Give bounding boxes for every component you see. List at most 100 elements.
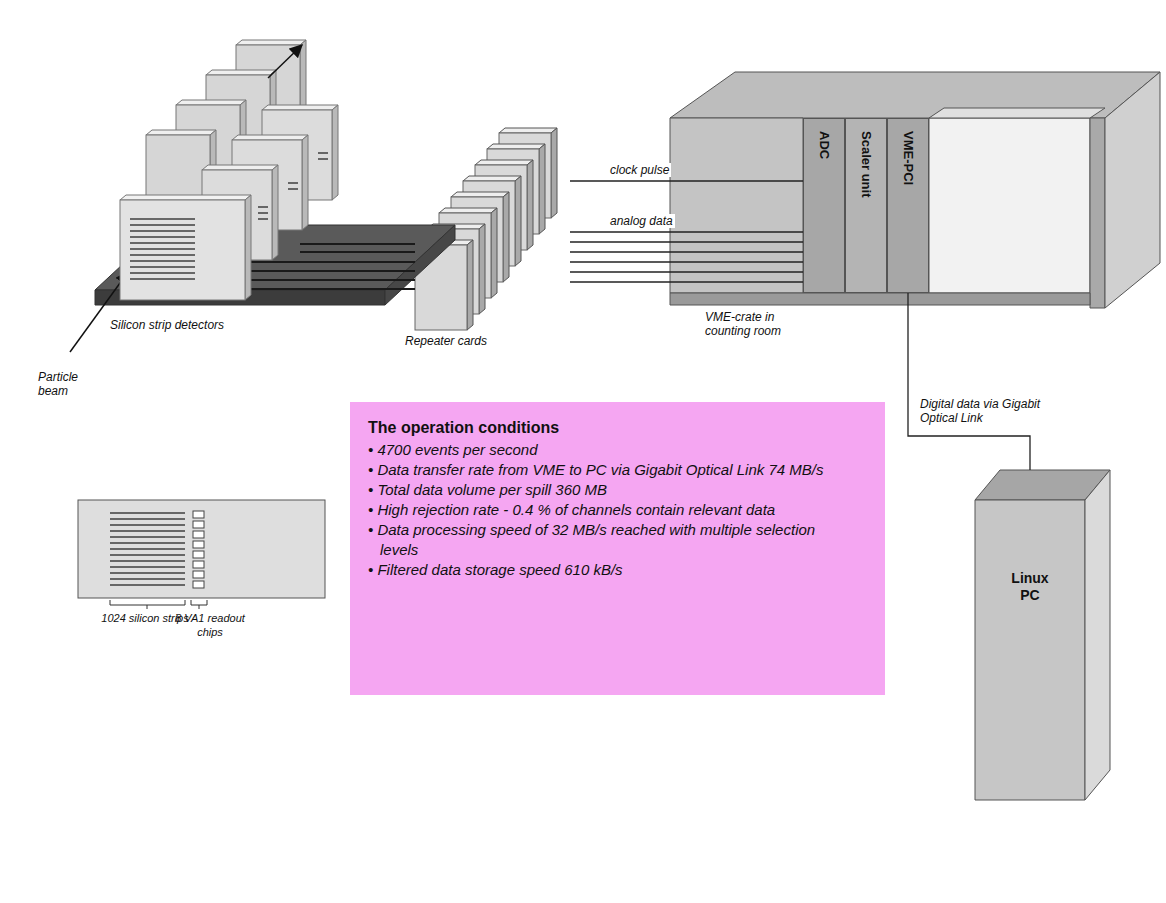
polygon-shape [515, 176, 521, 266]
polygon-shape [236, 40, 306, 45]
rect-shape [451, 197, 503, 282]
line-shape [300, 251, 415, 253]
rect-shape [318, 148, 328, 162]
line-shape [245, 261, 415, 263]
node-label: Linux PC [1005, 570, 1055, 604]
rect-shape [110, 510, 185, 588]
adc-module: ADC [803, 118, 845, 293]
line-shape [245, 279, 415, 281]
linux-pc-outline [975, 470, 1110, 805]
scaler-module: Scaler unit [845, 118, 887, 293]
polygon-shape [670, 118, 803, 293]
polygon-shape [439, 208, 497, 213]
line-shape [268, 45, 302, 78]
signal-line [570, 251, 803, 252]
edge-label: analog data [608, 214, 675, 228]
line-shape [245, 270, 415, 272]
polygon-shape [385, 225, 455, 305]
polygon-shape [929, 118, 1090, 293]
rect-shape [475, 165, 527, 250]
polygon-shape [272, 165, 278, 260]
signal-line [570, 231, 803, 232]
rect-shape [427, 229, 479, 314]
polygon-shape [146, 130, 216, 135]
polygon-shape [302, 135, 308, 230]
body-text: • Filtered data storage speed 610 kB/s [368, 560, 850, 580]
polygon-shape [120, 195, 251, 200]
rect-shape [120, 200, 245, 300]
rect-shape [130, 214, 195, 280]
polygon-shape [670, 293, 1090, 305]
polygon-shape [929, 108, 1105, 118]
rect-shape [439, 213, 491, 298]
signal-line [570, 261, 803, 262]
polygon-shape [206, 70, 276, 75]
rect-shape [258, 206, 268, 220]
repeater-cards: Repeater cards [405, 105, 570, 350]
rect-shape [487, 149, 539, 234]
polygon-shape [427, 224, 485, 229]
polygon-shape [475, 160, 533, 165]
polygon-shape [551, 128, 557, 218]
body-text: • 4700 events per second [368, 440, 850, 460]
polygon-shape [503, 192, 509, 282]
polygon-shape [527, 160, 533, 250]
line-shape [300, 243, 415, 245]
polygon-shape [1090, 118, 1105, 308]
annotation-label: Silicon strip detectors [110, 318, 290, 332]
body-text: • Data processing speed of 32 MB/s reach… [368, 520, 850, 560]
polygon-shape [1085, 470, 1110, 800]
signal-line [570, 241, 803, 242]
polygon-shape [451, 192, 509, 197]
rect-shape [288, 178, 298, 192]
polygon-shape [975, 500, 1085, 800]
line-shape [70, 272, 128, 352]
annotation-label: 8 VA1 readout chips [170, 611, 250, 639]
polygon-shape [487, 144, 545, 149]
annotation-label: Particle beam [38, 370, 102, 398]
body-text: • High rejection rate - 0.4 % of channel… [368, 500, 850, 520]
line-shape [245, 288, 415, 290]
polygon-shape [975, 470, 1110, 500]
vme-pci-module: VME-PCI [887, 118, 929, 293]
g-shape [120, 40, 338, 300]
polygon-shape [202, 165, 278, 170]
polygon-shape [539, 144, 545, 234]
polygon-shape [670, 72, 1160, 118]
rect-shape [78, 500, 325, 598]
edge-label: Digital data via Gigabit Optical Link [918, 397, 1047, 425]
signal-line [908, 293, 1030, 470]
node-label: Repeater cards [405, 334, 570, 348]
node-label: VME-crate in counting room [705, 310, 815, 338]
polygon-shape [491, 208, 497, 298]
polygon-shape [332, 105, 338, 200]
edge-label: clock pulse [608, 163, 671, 177]
polygon-shape [479, 224, 485, 314]
signal-line [570, 180, 803, 181]
path-shape [110, 600, 207, 609]
repeater-cards-outline [405, 105, 570, 350]
body-text: • Data transfer rate from VME to PC via … [368, 460, 850, 480]
polygon-shape [499, 128, 557, 133]
polygon-shape [1105, 72, 1160, 308]
node-label: Scaler unit [859, 131, 874, 292]
polygon-shape [415, 240, 473, 245]
polygon-shape [463, 176, 521, 181]
node-label: ADC [817, 131, 832, 292]
rect-shape [463, 181, 515, 266]
rect-shape [192, 510, 206, 590]
rect-shape [415, 245, 467, 330]
signal-line [570, 281, 803, 282]
vme-crate: VME-crate in counting room ADC Scaler unit… [665, 68, 1162, 363]
signal-line [570, 271, 803, 272]
node-label: The operation conditions [368, 418, 867, 438]
polygon-shape [262, 105, 338, 110]
conditions-panel: The operation conditions• 4700 events pe… [350, 402, 885, 695]
polygon-shape [467, 240, 473, 330]
node-label: VME-PCI [901, 131, 916, 292]
linux-pc: Linux PC [975, 470, 1110, 805]
body-text: • Total data volume per spill 360 MB [368, 480, 850, 500]
polygon-shape [232, 135, 308, 140]
